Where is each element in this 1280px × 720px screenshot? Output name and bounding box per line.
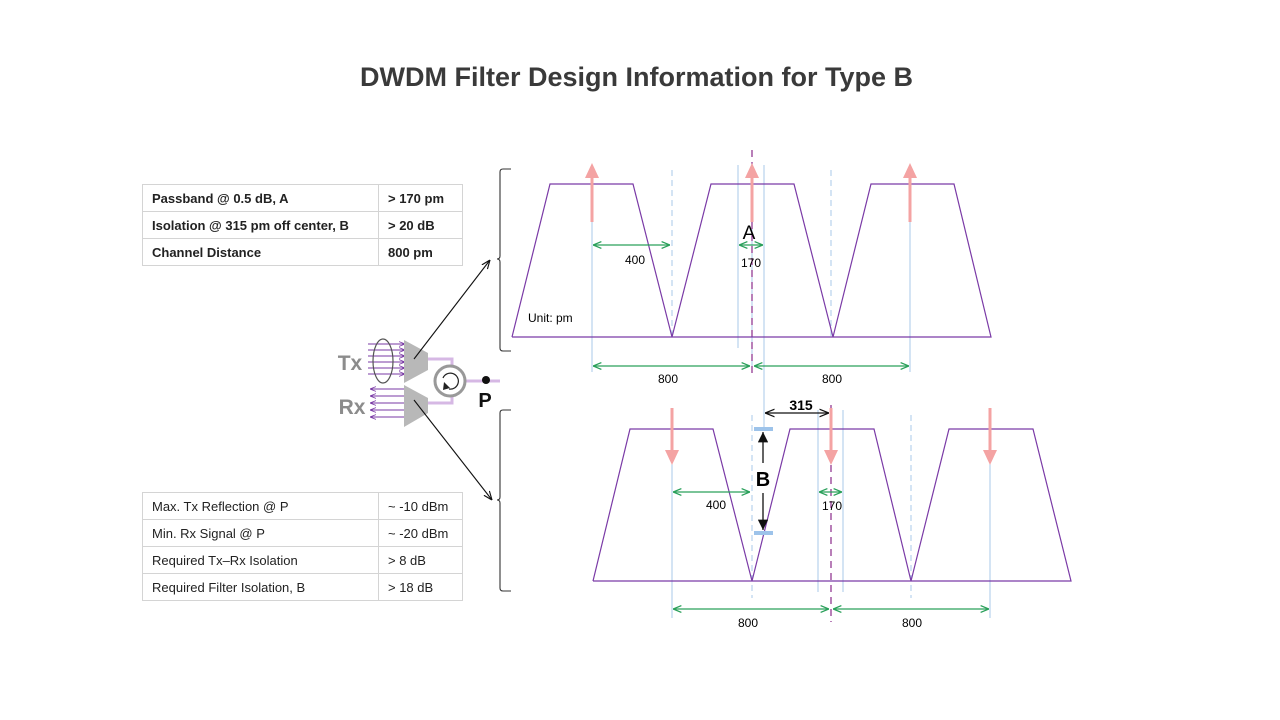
bottom-brace (496, 409, 511, 592)
filter-spec-table: Passband @ 0.5 dB, A > 170 pm Isolation … (142, 184, 463, 266)
bottom-filter-plot: 315 B 400 170 800 800 (592, 397, 1072, 630)
passband-marker-a: A (743, 223, 756, 244)
isolation-budget-table: Max. Tx Reflection @ P ~ -10 dBm Min. Rx… (142, 492, 463, 601)
table-row: Required Tx–Rx Isolation > 8 dB (142, 546, 463, 574)
budget-value: ~ -20 dBm (378, 519, 463, 547)
top-filter-response-shape (511, 183, 992, 338)
isolation-marker-b: B (756, 469, 770, 491)
table-row: Required Filter Isolation, B > 18 dB (142, 573, 463, 601)
table-row: Min. Rx Signal @ P ~ -20 dBm (142, 519, 463, 547)
top-channel-arrows (585, 163, 917, 222)
unit-label: Unit: pm (528, 311, 573, 325)
circulator-arrow-icon (443, 382, 450, 390)
table-row: Passband @ 0.5 dB, A > 170 pm (142, 184, 463, 212)
bottom-channel-arrows (665, 408, 997, 465)
budget-label: Max. Tx Reflection @ P (142, 492, 379, 520)
bottom-half-width-label: 400 (706, 498, 726, 512)
rx-demux-shape (404, 385, 428, 427)
top-filter-plot: 400 A 170 Unit: pm 800 800 (511, 150, 992, 430)
transceiver-block: Tx Rx P (338, 260, 500, 500)
bottom-passband-label: 170 (822, 499, 842, 513)
top-spacing-label-1: 800 (658, 372, 678, 386)
port-label: P (478, 390, 491, 412)
tx-mux-shape (404, 340, 428, 383)
bottom-spacing-label-2: 800 (902, 616, 922, 630)
budget-label: Required Tx–Rx Isolation (142, 546, 379, 574)
top-brace (496, 168, 511, 352)
budget-label: Min. Rx Signal @ P (142, 519, 379, 547)
circulator-icon (433, 364, 467, 398)
bottom-filter-response-shape (592, 428, 1072, 582)
page-title: DWDM Filter Design Information for Type … (360, 62, 913, 92)
top-half-width-label: 400 (625, 253, 645, 267)
tx-label: Tx (338, 352, 363, 375)
pointer-to-top-plot (413, 260, 490, 360)
spec-value: 800 pm (378, 238, 463, 266)
spec-value: > 170 pm (378, 184, 463, 212)
top-passband-label: 170 (741, 256, 761, 270)
rx-wavelength-lines (370, 389, 405, 417)
spec-label: Passband @ 0.5 dB, A (142, 184, 379, 212)
pointer-to-bottom-plot (413, 399, 492, 500)
top-spacing-label-2: 800 (822, 372, 842, 386)
rx-label: Rx (339, 396, 366, 419)
table-row: Channel Distance 800 pm (142, 238, 463, 266)
bottom-spacing-label-1: 800 (738, 616, 758, 630)
port-dot (482, 376, 490, 384)
budget-value: > 8 dB (378, 546, 463, 574)
budget-label: Required Filter Isolation, B (142, 573, 379, 601)
circulator-rotation-icon (442, 372, 459, 390)
offset-label: 315 (789, 397, 813, 413)
table-row: Max. Tx Reflection @ P ~ -10 dBm (142, 492, 463, 520)
spec-label: Channel Distance (142, 238, 379, 266)
spec-label: Isolation @ 315 pm off center, B (142, 211, 379, 239)
wavelength-bundle-ellipse (372, 338, 394, 384)
budget-value: > 18 dB (378, 573, 463, 601)
